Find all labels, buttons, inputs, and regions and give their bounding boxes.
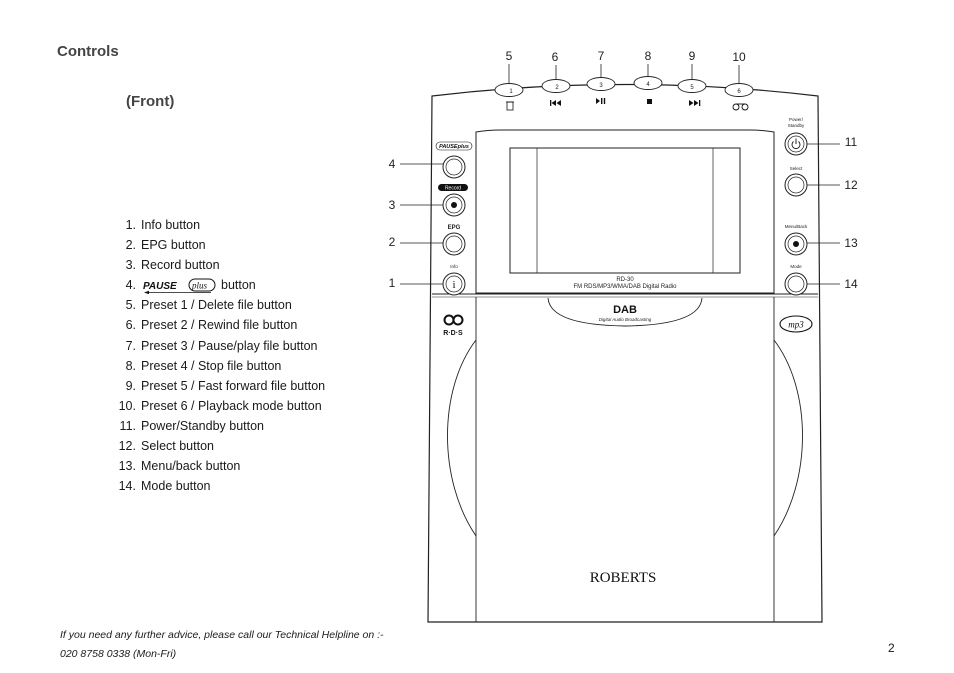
screen-bezel	[475, 129, 775, 294]
power-label: Power/	[789, 117, 804, 122]
svg-text:1: 1	[509, 89, 513, 95]
play-pause-icon	[596, 98, 606, 104]
standby-label: Standby	[788, 123, 805, 128]
svg-text:10: 10	[732, 50, 746, 64]
model-description: FM RDS/MP3/WMA/DAB Digital Radio	[573, 284, 677, 290]
svg-text:R·D·S: R·D·S	[443, 330, 463, 337]
legend-item: 2.EPG button	[125, 238, 206, 253]
svg-text:7: 7	[598, 49, 605, 63]
legend-item: 10.Preset 6 / Playback mode button	[118, 398, 322, 413]
menu-back-label: Menu/Back	[785, 224, 808, 229]
dab-caption: Digital Audio Broadcasting	[599, 317, 652, 322]
record-dot-icon	[451, 202, 457, 208]
pauseplus-logo: PAUSE plus	[143, 278, 216, 294]
helpline-advice: If you need any further advice, please c…	[60, 629, 384, 641]
legend-item: 14.Mode button	[118, 479, 211, 494]
front-heading: (Front)	[126, 93, 175, 110]
svg-text:13: 13	[844, 236, 858, 250]
svg-text:4: 4	[389, 157, 396, 171]
right-side-curve	[773, 339, 803, 537]
epg-label: EPG	[448, 225, 461, 231]
power-icon	[791, 138, 801, 150]
pauseplus-small-logo: PAUSEplus	[439, 144, 469, 150]
mode-label: Mode	[790, 264, 802, 269]
legend-item: 5.Preset 1 / Delete file button	[125, 298, 292, 313]
svg-text:9: 9	[689, 49, 696, 63]
model-label: RD-30	[616, 277, 634, 283]
svg-text:3: 3	[389, 198, 396, 212]
svg-text:6: 6	[737, 89, 741, 95]
info-icon: i	[452, 279, 455, 291]
svg-text:11: 11	[845, 135, 858, 149]
svg-text:5: 5	[506, 49, 513, 63]
stop-icon	[647, 99, 652, 104]
dab-logo: DAB	[613, 304, 637, 316]
info-label: Info	[450, 264, 458, 269]
left-side-curve	[447, 339, 477, 537]
svg-text:1: 1	[389, 276, 396, 290]
svg-text:2: 2	[389, 235, 396, 249]
dab-badge	[547, 297, 703, 327]
svg-text:14: 14	[844, 277, 858, 291]
legend-item: 8.Preset 4 / Stop file button	[125, 358, 282, 373]
svg-text:8: 8	[645, 49, 652, 63]
rds-logo: R·D·S	[443, 314, 464, 337]
legend-item: 6.Preset 2 / Rewind file button	[125, 318, 298, 333]
select-label: Select	[790, 166, 803, 171]
svg-text:5: 5	[690, 85, 694, 91]
legend-item: 13.Menu/back button	[118, 459, 241, 474]
svg-text:4: 4	[646, 82, 650, 88]
svg-text:6: 6	[552, 50, 559, 64]
preset-buttons: 1 2 3 4 5 6	[494, 76, 754, 97]
svg-text:mp3: mp3	[788, 320, 804, 330]
menu-dot-icon	[793, 241, 799, 247]
mp3-logo: mp3	[779, 315, 813, 333]
controls-heading: Controls	[57, 43, 119, 60]
record-label: Record	[445, 186, 461, 192]
legend-item: 9.Preset 5 / Fast forward file button	[125, 378, 326, 393]
svg-text:2: 2	[555, 85, 559, 91]
legend-item: 7.Preset 3 / Pause/play file button	[125, 338, 318, 353]
svg-text:PAUSE: PAUSE	[143, 281, 177, 292]
legend-item: 3.Record button	[125, 258, 220, 273]
legend-item: 12.Select button	[118, 439, 214, 454]
device-outline	[427, 83, 823, 623]
legend-item: 1.Info button	[125, 218, 201, 232]
svg-text:3: 3	[599, 83, 603, 89]
fast-forward-icon	[689, 100, 701, 106]
delete-icon	[506, 101, 514, 111]
svg-text:plus: plus	[191, 280, 208, 290]
page-number: 2	[888, 641, 895, 655]
svg-text:12: 12	[844, 178, 858, 192]
controls-legend: 1.Info button 2.EPG button 3.Record butt…	[116, 215, 326, 496]
legend-item: 11.Power/Standby button	[119, 418, 264, 433]
display-screen	[509, 147, 741, 274]
roberts-brand: ROBERTS	[590, 570, 657, 586]
playback-mode-icon	[732, 103, 749, 111]
rewind-icon	[550, 100, 561, 106]
helpline-phone: 020 8758 0338 (Mon-Fri)	[60, 648, 177, 660]
